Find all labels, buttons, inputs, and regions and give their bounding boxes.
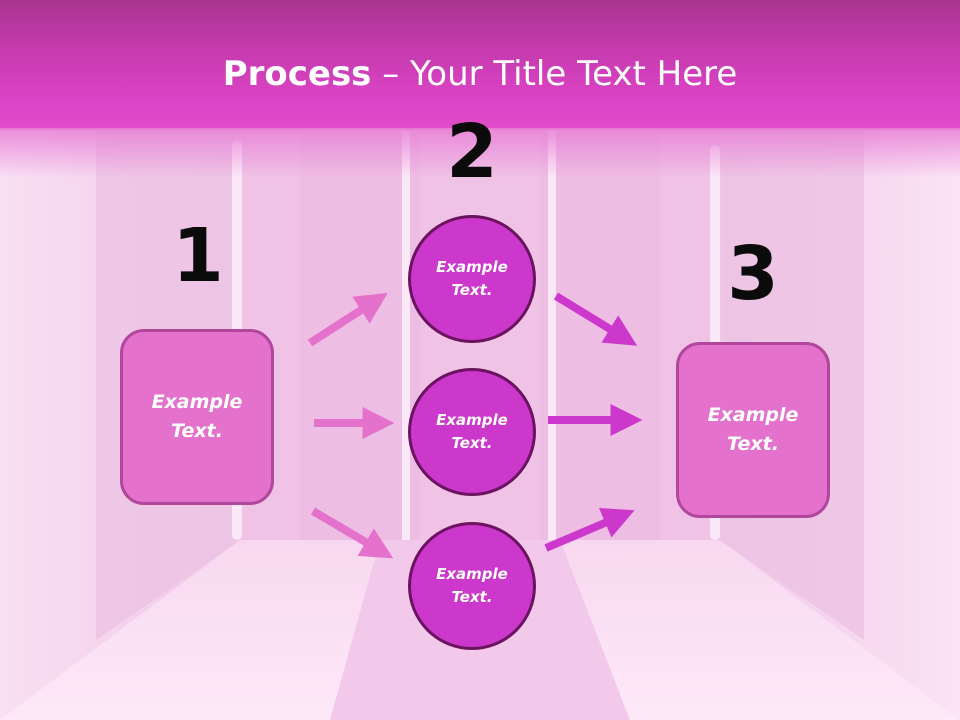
step-2-circle-1-label: Example Text. [436,258,508,299]
step-3-box-label: Example Text. [707,404,799,455]
step-number-3: 3 [727,231,779,317]
title-rest: – Your Title Text Here [371,54,738,94]
step-1-box-label: Example Text. [151,391,243,442]
step-3-box: Example Text. [676,342,830,518]
step-2-circle-3: Example Text. [408,522,536,650]
arrow-down-left [310,507,394,559]
title-bar [0,0,960,130]
arrow-up-left [307,292,388,347]
step-number-2: 2 [446,109,498,195]
right-arrows [544,292,643,552]
step-2-circle-1: Example Text. [408,215,536,343]
arrow-down-right [553,292,638,346]
step-1-box: Example Text. [120,329,274,505]
title-bold: Process [222,54,372,94]
arrow-up-right [544,508,635,552]
step-number-1: 1 [172,213,224,299]
page-title: Process – Your Title Text Here [0,52,960,96]
left-arrows [307,292,395,559]
step-2-circle-3-label: Example Text. [436,565,508,606]
step-2-circle-2-label: Example Text. [436,411,508,452]
step-2-circle-2: Example Text. [408,368,536,496]
title-bar-fade [0,128,960,178]
